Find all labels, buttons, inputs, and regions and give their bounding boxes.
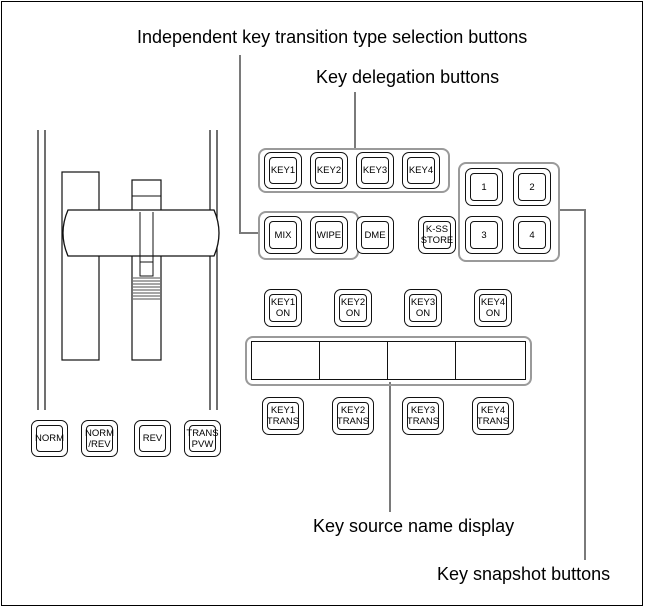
key4-delegation-button[interactable]: KEY4 <box>402 152 440 189</box>
key1-trans-label: KEY1 TRANS <box>266 405 300 427</box>
trans-pvw-button[interactable]: TRANS PVW <box>184 420 221 457</box>
key1-on-label: KEY1 ON <box>270 297 296 319</box>
key4-trans-button[interactable]: KEY4 TRANS <box>472 397 514 435</box>
key2-trans-button[interactable]: KEY2 TRANS <box>332 397 374 435</box>
dme-button-label: DME <box>364 229 386 241</box>
key4-on-button[interactable]: KEY4 ON <box>474 289 512 327</box>
key4-on-label: KEY4 ON <box>480 297 506 319</box>
mix-button[interactable]: MIX <box>264 216 302 254</box>
key4-trans-label: KEY4 TRANS <box>476 405 510 427</box>
key-source-name-display-group <box>245 336 532 386</box>
callout-key-delegation: Key delegation buttons <box>316 67 500 87</box>
snapshot-3-label: 3 <box>481 229 487 241</box>
key3-on-button[interactable]: KEY3 ON <box>404 289 442 327</box>
snapshot-3-button[interactable]: 3 <box>465 216 503 254</box>
key-snapshot-group <box>458 162 560 262</box>
rev-button[interactable]: REV <box>134 420 171 457</box>
wipe-button[interactable]: WIPE <box>310 216 348 254</box>
key2-on-button[interactable]: KEY2 ON <box>334 289 372 327</box>
rev-button-label: REV <box>142 433 163 444</box>
key1-delegation-button[interactable]: KEY1 <box>264 152 302 189</box>
dme-button[interactable]: DME <box>356 216 394 254</box>
key-delegation-group <box>258 148 450 193</box>
kss-store-button[interactable]: K-SS STORE <box>418 216 456 254</box>
key4-source-name-cell <box>456 342 525 379</box>
callout-key-snapshot: Key snapshot buttons <box>437 564 611 584</box>
key1-source-name-cell <box>252 342 320 379</box>
key-source-name-display <box>251 341 526 380</box>
snapshot-1-label: 1 <box>481 181 487 193</box>
kss-store-button-label: K-SS STORE <box>420 224 454 246</box>
key3-trans-label: KEY3 TRANS <box>406 405 440 427</box>
callout-independent-key-transition: Independent key transition type selectio… <box>137 27 528 47</box>
snapshot-4-label: 4 <box>529 229 535 241</box>
trans-pvw-button-label: TRANS PVW <box>186 427 219 450</box>
key1-delegation-label: KEY1 <box>270 165 296 176</box>
snapshot-1-button[interactable]: 1 <box>465 168 503 206</box>
mix-button-label: MIX <box>274 229 292 241</box>
key3-delegation-button[interactable]: KEY3 <box>356 152 394 189</box>
norm-rev-button[interactable]: NORM /REV <box>81 420 118 457</box>
norm-rev-button-label: NORM /REV <box>84 427 115 450</box>
key3-on-label: KEY3 ON <box>410 297 436 319</box>
key2-on-label: KEY2 ON <box>340 297 366 319</box>
snapshot-4-button[interactable]: 4 <box>513 216 551 254</box>
norm-button[interactable]: NORM <box>31 420 68 457</box>
key4-delegation-label: KEY4 <box>408 165 434 176</box>
key3-delegation-label: KEY3 <box>362 165 388 176</box>
key3-source-name-cell <box>388 342 456 379</box>
key1-on-button[interactable]: KEY1 ON <box>264 289 302 327</box>
key2-delegation-label: KEY2 <box>316 165 342 176</box>
key2-trans-label: KEY2 TRANS <box>336 405 370 427</box>
snapshot-2-button[interactable]: 2 <box>513 168 551 206</box>
callout-key-source-name-display: Key source name display <box>313 516 515 536</box>
norm-button-label: NORM <box>34 433 65 444</box>
key2-source-name-cell <box>320 342 388 379</box>
key3-trans-button[interactable]: KEY3 TRANS <box>402 397 444 435</box>
key1-trans-button[interactable]: KEY1 TRANS <box>262 397 304 435</box>
wipe-button-label: WIPE <box>316 229 342 241</box>
key2-delegation-button[interactable]: KEY2 <box>310 152 348 189</box>
snapshot-2-label: 2 <box>529 181 535 193</box>
